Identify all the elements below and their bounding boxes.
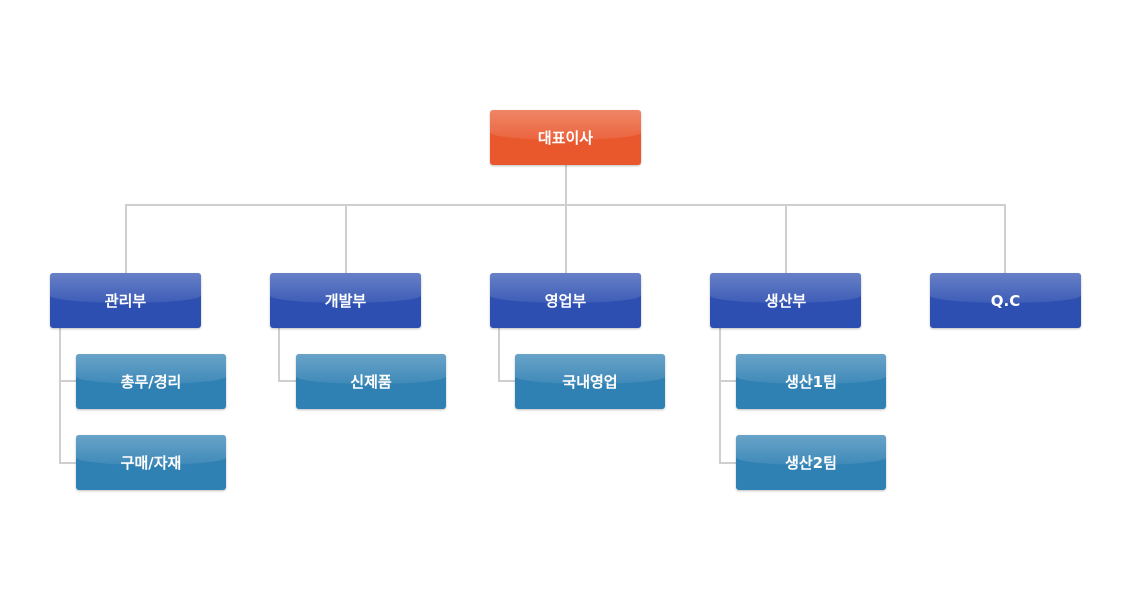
node-team-domestic-sales-label: 국내영업: [562, 373, 618, 391]
connector-sales-vertical: [498, 327, 500, 382]
connector-admin-vertical: [59, 327, 61, 464]
node-team-purchasing-materials[interactable]: 구매/자재: [76, 435, 226, 490]
connector-dept-admin: [125, 204, 127, 274]
node-team-new-product-label: 신제품: [350, 373, 392, 391]
connector-dept-sales: [565, 204, 567, 274]
node-dept-dev-label: 개발부: [324, 292, 367, 310]
connector-admin-team2: [59, 462, 77, 464]
node-team-general-accounting-label: 총무/경리: [120, 373, 182, 391]
node-ceo-label: 대표이사: [537, 129, 594, 147]
node-dept-sales-label: 영업부: [544, 292, 587, 310]
connector-production-team2: [719, 462, 737, 464]
connector-production-team1: [719, 380, 737, 382]
node-dept-qc-label: Q.C: [990, 291, 1021, 310]
node-team-domestic-sales[interactable]: 국내영업: [515, 354, 665, 409]
node-dept-admin[interactable]: 관리부: [50, 273, 201, 328]
node-team-production-1[interactable]: 생산1팀: [736, 354, 886, 409]
node-dept-dev[interactable]: 개발부: [270, 273, 421, 328]
node-dept-admin-label: 관리부: [104, 292, 147, 310]
connector-dept-qc: [1004, 204, 1006, 274]
node-team-new-product[interactable]: 신제품: [296, 354, 446, 409]
node-dept-production-label: 생산부: [764, 292, 807, 310]
connector-dev-team1: [278, 380, 296, 382]
node-dept-sales[interactable]: 영업부: [490, 273, 641, 328]
connector-sales-team1: [498, 380, 516, 382]
connector-admin-team1: [59, 380, 77, 382]
node-team-production-1-label: 생산1팀: [785, 373, 837, 391]
node-team-production-2-label: 생산2팀: [785, 454, 837, 472]
connector-dept-production: [785, 204, 787, 274]
connector-dept-dev: [345, 204, 347, 274]
connector-production-vertical: [719, 327, 721, 464]
node-team-production-2[interactable]: 생산2팀: [736, 435, 886, 490]
node-dept-qc[interactable]: Q.C: [930, 273, 1081, 328]
node-ceo[interactable]: 대표이사: [490, 110, 641, 165]
node-team-purchasing-materials-label: 구매/자재: [120, 454, 182, 472]
node-dept-production[interactable]: 생산부: [710, 273, 861, 328]
connector-ceo-down: [565, 164, 567, 205]
node-team-general-accounting[interactable]: 총무/경리: [76, 354, 226, 409]
connector-dev-vertical: [278, 327, 280, 382]
